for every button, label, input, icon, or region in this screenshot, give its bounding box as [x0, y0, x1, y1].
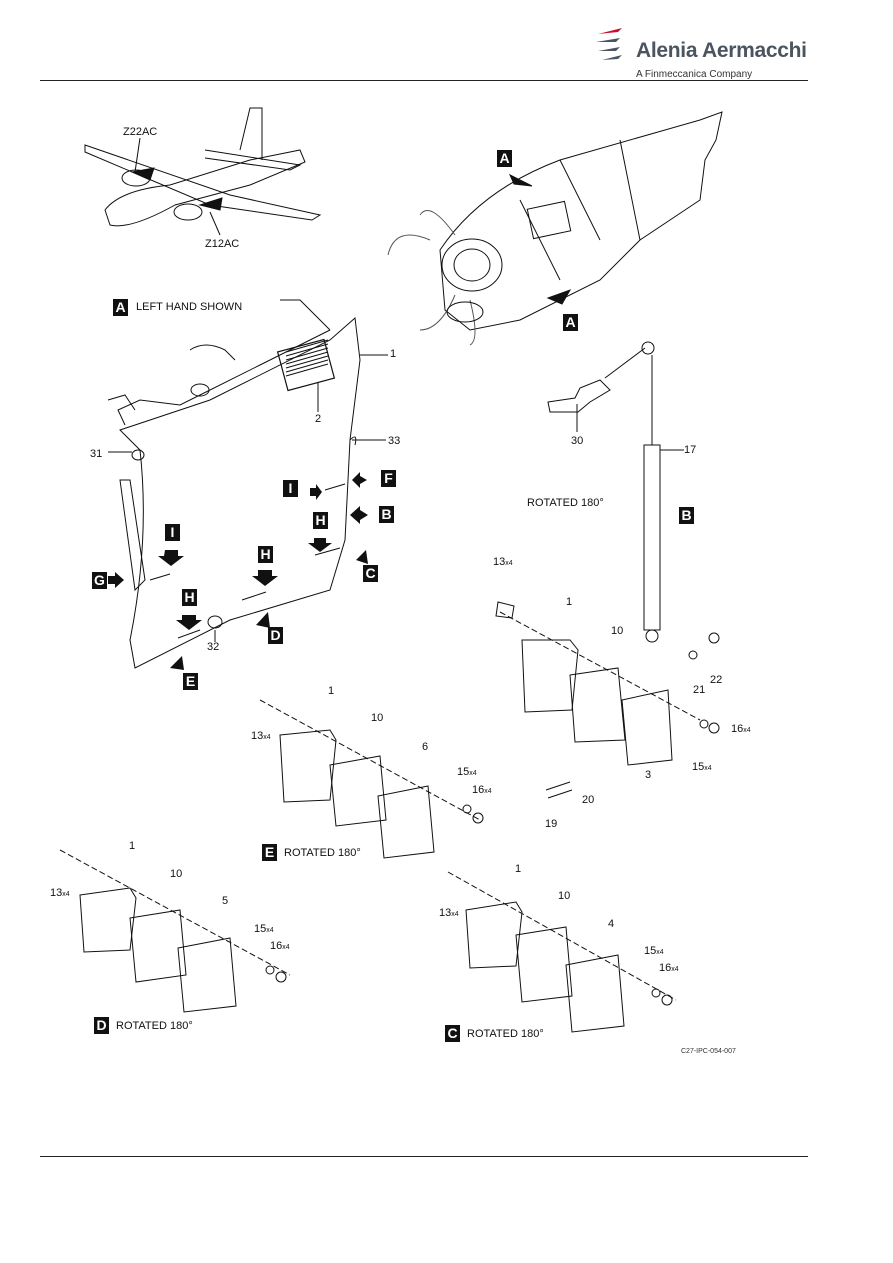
item-31: 31: [90, 448, 103, 460]
view-b-caption: ROTATED 180°: [527, 497, 604, 509]
fitting-group-d: [59, 849, 291, 1013]
item-15-b: 15x4: [692, 761, 712, 773]
fitting-group-b: [495, 601, 720, 799]
zone-label-lower: Z12AC: [205, 238, 240, 250]
item-10-e: 10: [371, 712, 384, 724]
item-5: 5: [222, 895, 229, 907]
item-21: 21: [693, 684, 706, 696]
item-16-e: 16x4: [472, 784, 492, 796]
company-name: Alenia Aermacchi: [636, 39, 807, 62]
item-3: 3: [645, 769, 652, 781]
main-view-caption: LEFT HAND SHOWN: [136, 301, 243, 313]
view-c-caption: ROTATED 180°: [467, 1028, 544, 1040]
item-32: 32: [207, 641, 220, 653]
view-callout-a-upper: A: [497, 150, 512, 167]
view-callout-h-mid: H: [258, 546, 273, 563]
item-13-c: 13x4: [439, 907, 459, 919]
company-tagline: A Finmeccanica Company: [636, 69, 753, 80]
view-callout-h-left: H: [182, 589, 197, 606]
view-callout-e: E: [262, 844, 277, 861]
nacelle-perspective: [387, 111, 723, 346]
view-callout-i-right: I: [283, 480, 298, 497]
item-1-panel: 1: [390, 348, 397, 360]
item-4: 4: [608, 918, 615, 930]
zone-label-upper: Z22AC: [123, 126, 158, 138]
view-callout-d: D: [94, 1017, 109, 1034]
item-10-d: 10: [170, 868, 183, 880]
view-callout-b: B: [679, 507, 694, 524]
item-15-d: 15x4: [254, 923, 274, 935]
figure-code: C27-IPC-054-007: [681, 1048, 736, 1055]
item-15-e: 15x4: [457, 766, 477, 778]
view-arrows: [108, 472, 368, 670]
item-6: 6: [422, 741, 429, 753]
item-19: 19: [545, 818, 558, 830]
item-1-e: 1: [328, 685, 335, 697]
cowl-panel: [107, 299, 361, 669]
view-callout-d-panel: D: [268, 627, 283, 644]
item-20: 20: [582, 794, 595, 806]
logo-mark-icon: [596, 28, 622, 60]
view-d-caption: ROTATED 180°: [116, 1020, 193, 1032]
item-15-c: 15x4: [644, 945, 664, 957]
item-2: 2: [315, 413, 322, 425]
view-callout-a-lower: A: [563, 314, 578, 331]
item-30: 30: [571, 435, 584, 447]
item-17: 17: [684, 444, 697, 456]
item-13-b: 13x4: [493, 556, 513, 568]
item-1-b: 1: [566, 596, 573, 608]
view-e-caption: ROTATED 180°: [284, 847, 361, 859]
leader-lines: [108, 354, 684, 642]
view-callout-h-right: H: [313, 512, 328, 529]
footer-rule: [40, 1156, 808, 1157]
view-callout-i-left: I: [165, 524, 180, 541]
item-16-b: 16x4: [731, 723, 751, 735]
view-callout-e-panel: E: [183, 673, 198, 690]
support-rod: [547, 341, 661, 643]
item-33: 33: [388, 435, 401, 447]
view-callout-g: G: [92, 572, 107, 589]
item-16-c: 16x4: [659, 962, 679, 974]
header-rule: [40, 80, 808, 81]
fitting-group-c: [447, 871, 677, 1033]
fitting-group-e: [259, 699, 484, 859]
view-callout-c-panel: C: [363, 565, 378, 582]
item-10-c: 10: [558, 890, 571, 902]
item-16-d: 16x4: [270, 940, 290, 952]
company-logo: Alenia Aermacchi A Finmeccanica Company: [596, 24, 807, 84]
locator-aircraft: [84, 107, 322, 236]
item-10-b: 10: [611, 625, 624, 637]
view-callout-a-main: A: [113, 299, 128, 316]
view-callout-b-panel: B: [379, 506, 394, 523]
item-1-c: 1: [515, 863, 522, 875]
view-callout-f: F: [381, 470, 396, 487]
item-13-d: 13x4: [50, 887, 70, 899]
item-22: 22: [710, 674, 723, 686]
item-13-e: 13x4: [251, 730, 271, 742]
view-callout-c: C: [445, 1025, 460, 1042]
item-1-d: 1: [129, 840, 136, 852]
